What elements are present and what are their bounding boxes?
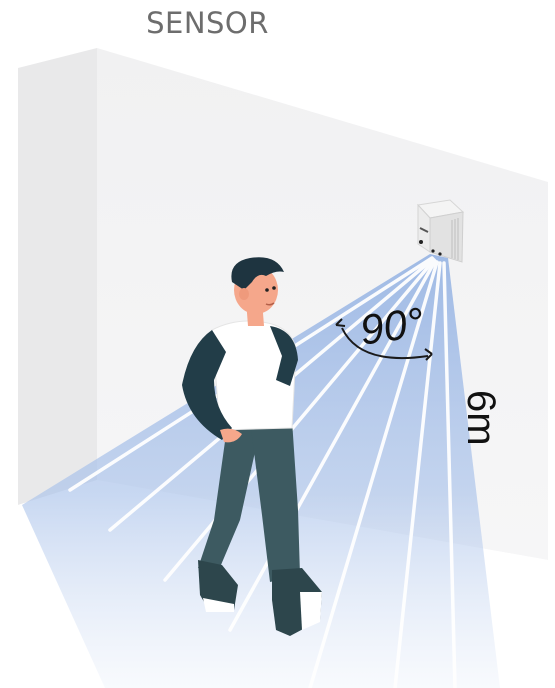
range-label: 6m <box>459 390 503 446</box>
angle-label: 90° <box>357 298 426 353</box>
